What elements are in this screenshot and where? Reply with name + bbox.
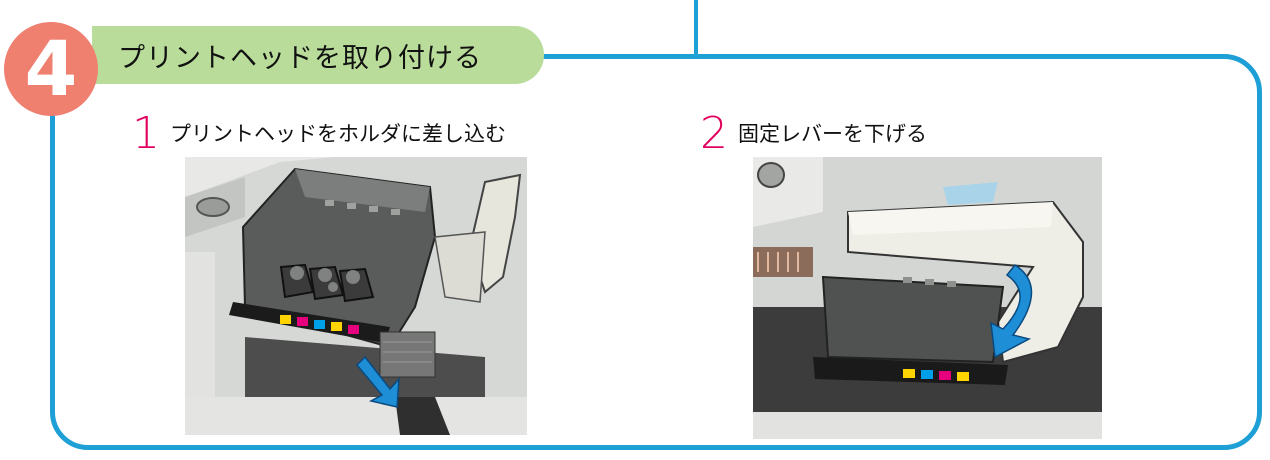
substep-1-heading: 1 プリントヘッドをホルダに差し込む	[132, 112, 506, 156]
step-number: 4	[24, 24, 78, 113]
step-title: プリントヘッドを取り付ける	[118, 42, 482, 74]
substep-2-heading: 2 固定レバーを下げる	[700, 112, 927, 156]
print-head-insertion-photo	[185, 157, 527, 435]
step-header: プリントヘッドを取り付ける	[92, 26, 544, 84]
step-number-badge: 4	[4, 22, 98, 116]
lock-lever-lowering-photo	[753, 157, 1102, 439]
substep-1-number: 1	[132, 108, 160, 159]
substep-1-text: プリントヘッドをホルダに差し込む	[170, 122, 506, 146]
connector-line	[694, 0, 698, 58]
substep-2-text: 固定レバーを下げる	[738, 122, 927, 146]
substep-2-number: 2	[700, 108, 728, 159]
